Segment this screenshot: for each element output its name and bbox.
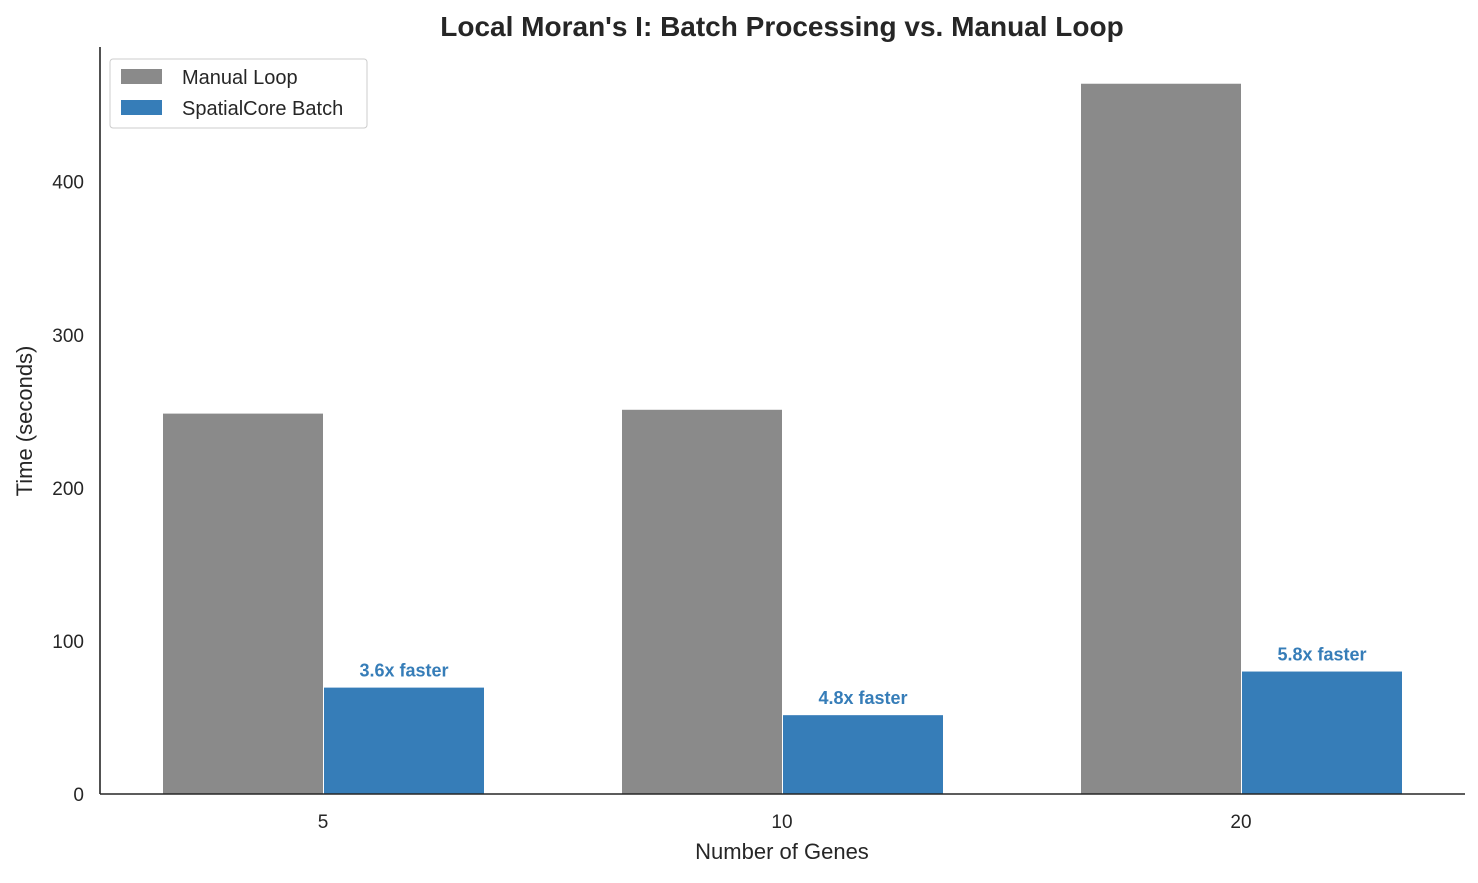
speedup-annotation-5: 3.6x faster <box>359 661 448 681</box>
legend-label-spatialcore-batch: SpatialCore Batch <box>182 98 343 120</box>
legend-frame <box>109 58 368 129</box>
x-tick-label-10: 10 <box>771 812 792 833</box>
y-tick-label-0: 0 <box>73 785 84 806</box>
bar-manual-loop-20 <box>1081 83 1241 795</box>
chart-title: Local Moran's I: Batch Processing vs. Ma… <box>440 11 1123 42</box>
bars-group <box>163 83 1402 795</box>
y-tick-label-400: 400 <box>52 173 84 194</box>
bar-manual-loop-5 <box>163 413 323 794</box>
bar-manual-loop-10 <box>622 409 782 794</box>
x-tick-label-5: 5 <box>318 812 329 833</box>
speedup-annotation-20: 5.8x faster <box>1277 645 1366 665</box>
legend-label-manual-loop: Manual Loop <box>182 67 298 89</box>
y-tick-label-200: 200 <box>52 479 84 500</box>
bar-annotations: 3.6x faster 4.8x faster 5.8x faster <box>359 645 1366 709</box>
bar-spatialcore-batch-20 <box>1242 671 1402 794</box>
bar-spatialcore-batch-10 <box>783 715 943 794</box>
legend-swatch-manual-loop <box>121 69 162 84</box>
y-axis-ticks: 0 100 200 300 400 <box>52 173 84 806</box>
bar-spatialcore-batch-5 <box>324 687 484 794</box>
legend-swatch-spatialcore-batch <box>121 100 162 115</box>
y-tick-label-300: 300 <box>52 326 84 347</box>
y-tick-label-100: 100 <box>52 632 84 653</box>
x-tick-label-20: 20 <box>1230 812 1251 833</box>
x-axis-ticks: 5 10 20 <box>318 812 1252 833</box>
legend: Manual Loop SpatialCore Batch <box>109 58 368 129</box>
x-axis-label: Number of Genes <box>695 839 869 864</box>
speedup-annotation-10: 4.8x faster <box>818 688 907 708</box>
y-axis-label: Time (seconds) <box>12 346 37 497</box>
